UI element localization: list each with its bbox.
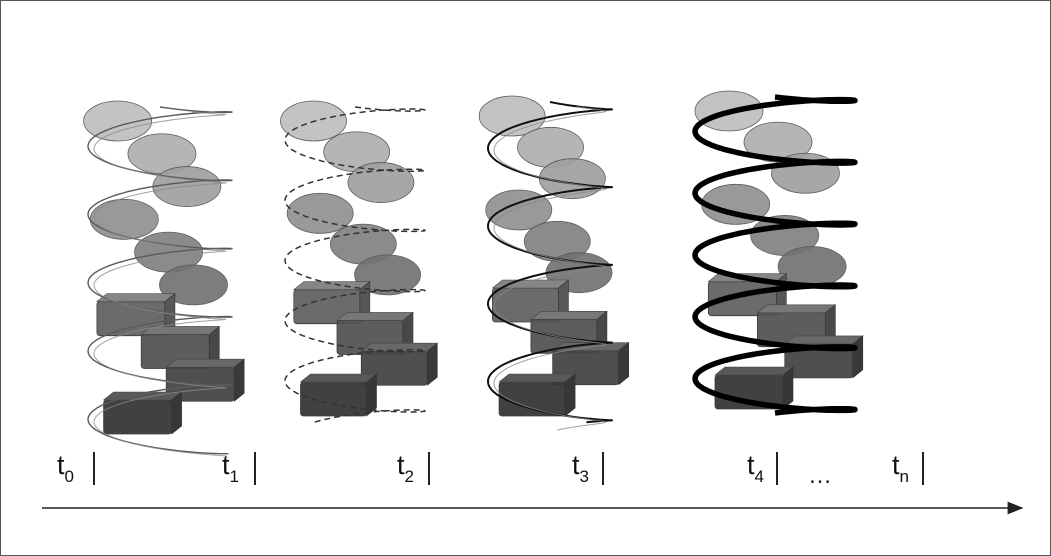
- nucleosome-block: [159, 264, 228, 306]
- nucleosome-block: [485, 189, 553, 231]
- nucleosome-block-side: [618, 342, 629, 386]
- nucleosome-block-side: [782, 366, 794, 410]
- nucleosome-block: [777, 246, 847, 287]
- dna-strand: [284, 106, 426, 424]
- nucleosome-block-top: [336, 312, 414, 321]
- time-tick-mark: [922, 452, 924, 485]
- time-label-tn: tn: [892, 450, 909, 486]
- helix-0: [83, 100, 246, 457]
- time-label-subscript: n: [899, 467, 909, 486]
- time-label-t0: t0: [57, 450, 74, 486]
- time-label-subscript: 1: [229, 467, 239, 486]
- time-label-base: t: [222, 450, 230, 480]
- time-label-t2: t2: [397, 450, 414, 486]
- helix-2: [478, 95, 630, 431]
- dna-strand: [487, 101, 613, 424]
- nucleosome-block-top: [783, 335, 864, 345]
- time-tick-mark: [602, 452, 604, 485]
- helix-1: [280, 100, 439, 424]
- time-label-base: t: [747, 450, 755, 480]
- nucleosome-block-side: [171, 391, 182, 435]
- time-label-base: t: [57, 450, 65, 480]
- nucleosome-block-top: [714, 366, 794, 376]
- nucleosome-block: [89, 198, 159, 240]
- time-label-t1: t1: [222, 450, 239, 486]
- nucleosome-block-top: [530, 311, 608, 320]
- nucleosome-block-top: [498, 373, 576, 383]
- nucleosome-block: [347, 162, 415, 203]
- helix-group: [83, 90, 864, 457]
- time-label-t3: t3: [572, 450, 589, 486]
- time-tick-mark: [254, 452, 256, 485]
- time-tick-mark: [776, 452, 778, 485]
- time-tick-mark: [93, 452, 95, 485]
- nucleosome-blocks: [478, 95, 630, 417]
- dna-strand: [692, 94, 858, 416]
- nucleosome-block: [83, 100, 152, 142]
- nucleosome-block: [103, 399, 172, 435]
- nucleosome-block-side: [233, 358, 245, 402]
- nucleosome-blocks: [83, 100, 246, 435]
- nucleosome-block-top: [756, 304, 837, 314]
- nucleosome-block-top: [96, 293, 176, 302]
- nucleosome-block: [300, 381, 367, 417]
- time-label-base: t: [572, 450, 580, 480]
- time-label-base: t: [397, 450, 405, 480]
- nucleosome-block-top: [299, 373, 378, 383]
- dna-strand-secondary: [93, 111, 228, 457]
- time-label-subscript: 4: [754, 467, 764, 486]
- dna-strand: [87, 106, 233, 455]
- time-label-subscript: 3: [579, 467, 589, 486]
- nucleosome-block-side: [366, 373, 377, 417]
- time-label-subscript: 0: [64, 467, 74, 486]
- dna-strand-secondary: [493, 106, 607, 431]
- ellipsis-text: …: [808, 462, 834, 489]
- nucleosome-block: [286, 192, 354, 234]
- helix-3: [692, 90, 864, 416]
- nucleosome-block-top: [165, 358, 246, 368]
- nucleosome-blocks: [280, 100, 439, 417]
- time-label-t4: t4: [747, 450, 764, 486]
- nucleosome-block: [354, 254, 422, 296]
- time-label-subscript: 2: [404, 467, 414, 486]
- time-label-base: t: [892, 450, 900, 480]
- nucleosome-block-side: [564, 373, 576, 417]
- time-tick-mark: [428, 452, 430, 485]
- nucleosome-block-side: [426, 342, 438, 386]
